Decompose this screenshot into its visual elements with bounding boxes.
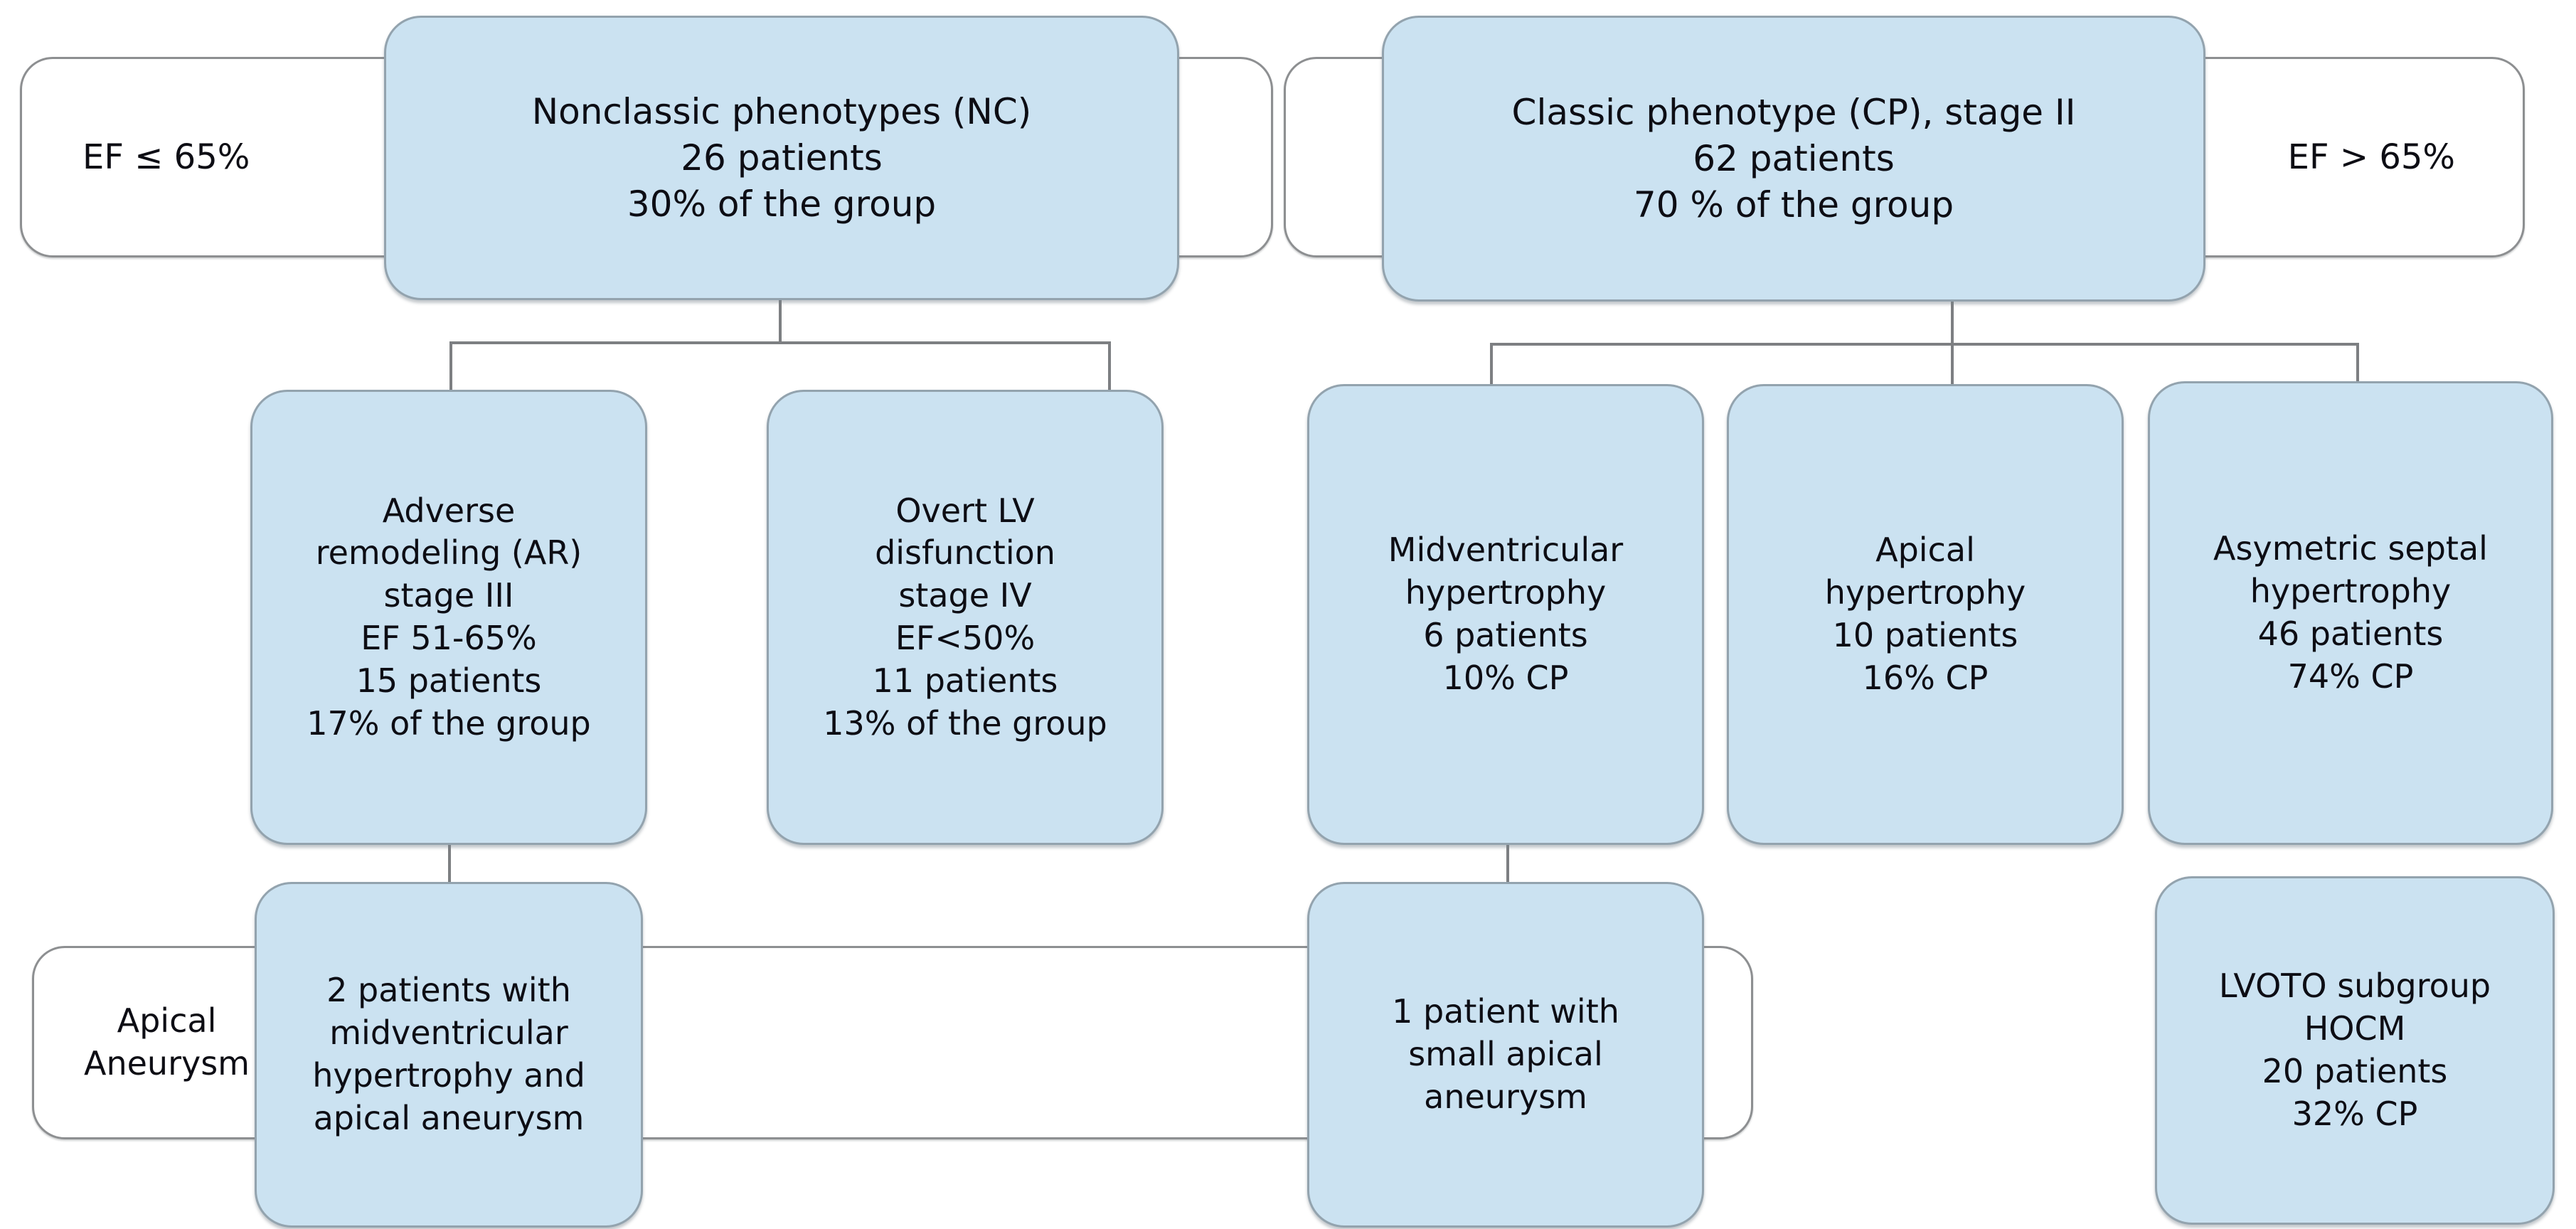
side-label-ef-gt-65-text: EF > 65% [2287, 137, 2455, 177]
connector-cp-branch-middle [1951, 343, 1954, 391]
node-adverse-remodeling[interactable]: Adverse remodeling (AR) stage III EF 51-… [250, 390, 647, 845]
connector-cp-bar [1490, 343, 2359, 346]
node-asymetric-septal-hypertrophy[interactable]: Asymetric septal hypertrophy 46 patients… [2148, 381, 2553, 845]
node-midventricular-hypertrophy[interactable]: Midventricular hypertrophy 6 patients 10… [1307, 384, 1704, 845]
node-asymetric-septal-hypertrophy-text: Asymetric septal hypertrophy 46 patients… [2213, 529, 2488, 696]
connector-cp-stem [1951, 300, 1954, 344]
node-one-patient-small-apical-aneurysm[interactable]: 1 patient with small apical aneurysm [1307, 882, 1704, 1228]
node-two-patients-midventricular-apical-aneurysm[interactable]: 2 patients with midventricular hypertrop… [255, 882, 643, 1228]
connector-cp-branch-right [2356, 343, 2359, 391]
connector-nc-bar [449, 341, 1111, 344]
side-label-apical-aneurysm-text: Apical Aneurysm [84, 1001, 250, 1082]
node-apical-hypertrophy[interactable]: Apical hypertrophy 10 patients 16% CP [1727, 384, 2124, 845]
connector-nc-branch-left [449, 341, 452, 391]
node-overt-lv-disfunction[interactable]: Overt LV disfunction stage IV EF<50% 11 … [767, 390, 1164, 845]
node-one-patient-small-apical-aneurysm-text: 1 patient with small apical aneurysm [1392, 992, 1619, 1116]
node-nonclassic-phenotypes[interactable]: Nonclassic phenotypes (NC) 26 patients 3… [384, 16, 1179, 300]
connector-cp-branch-left [1490, 343, 1493, 391]
connector-ar-to-aneurysm [448, 844, 451, 883]
side-label-ef-lte-65-text: EF ≤ 65% [83, 137, 250, 177]
connector-nc-branch-right [1108, 341, 1111, 391]
node-classic-phenotype[interactable]: Classic phenotype (CP), stage II 62 pati… [1382, 16, 2205, 302]
node-nonclassic-phenotypes-text: Nonclassic phenotypes (NC) 26 patients 3… [531, 90, 1032, 225]
node-adverse-remodeling-text: Adverse remodeling (AR) stage III EF 51-… [307, 491, 591, 743]
node-midventricular-hypertrophy-text: Midventricular hypertrophy 6 patients 10… [1388, 531, 1624, 697]
node-lvoto-subgroup-hocm[interactable]: LVOTO subgroup HOCM 20 patients 32% CP [2155, 876, 2555, 1225]
node-overt-lv-disfunction-text: Overt LV disfunction stage IV EF<50% 11 … [823, 491, 1107, 743]
node-classic-phenotype-text: Classic phenotype (CP), stage II 62 pati… [1511, 91, 2076, 225]
node-two-patients-midventricular-apical-aneurysm-text: 2 patients with midventricular hypertrop… [312, 971, 585, 1137]
node-apical-hypertrophy-text: Apical hypertrophy 10 patients 16% CP [1824, 531, 2026, 697]
connector-midventricular-to-aneurysm [1506, 844, 1509, 883]
connector-nc-stem [779, 299, 782, 343]
node-lvoto-subgroup-hocm-text: LVOTO subgroup HOCM 20 patients 32% CP [2218, 967, 2491, 1133]
